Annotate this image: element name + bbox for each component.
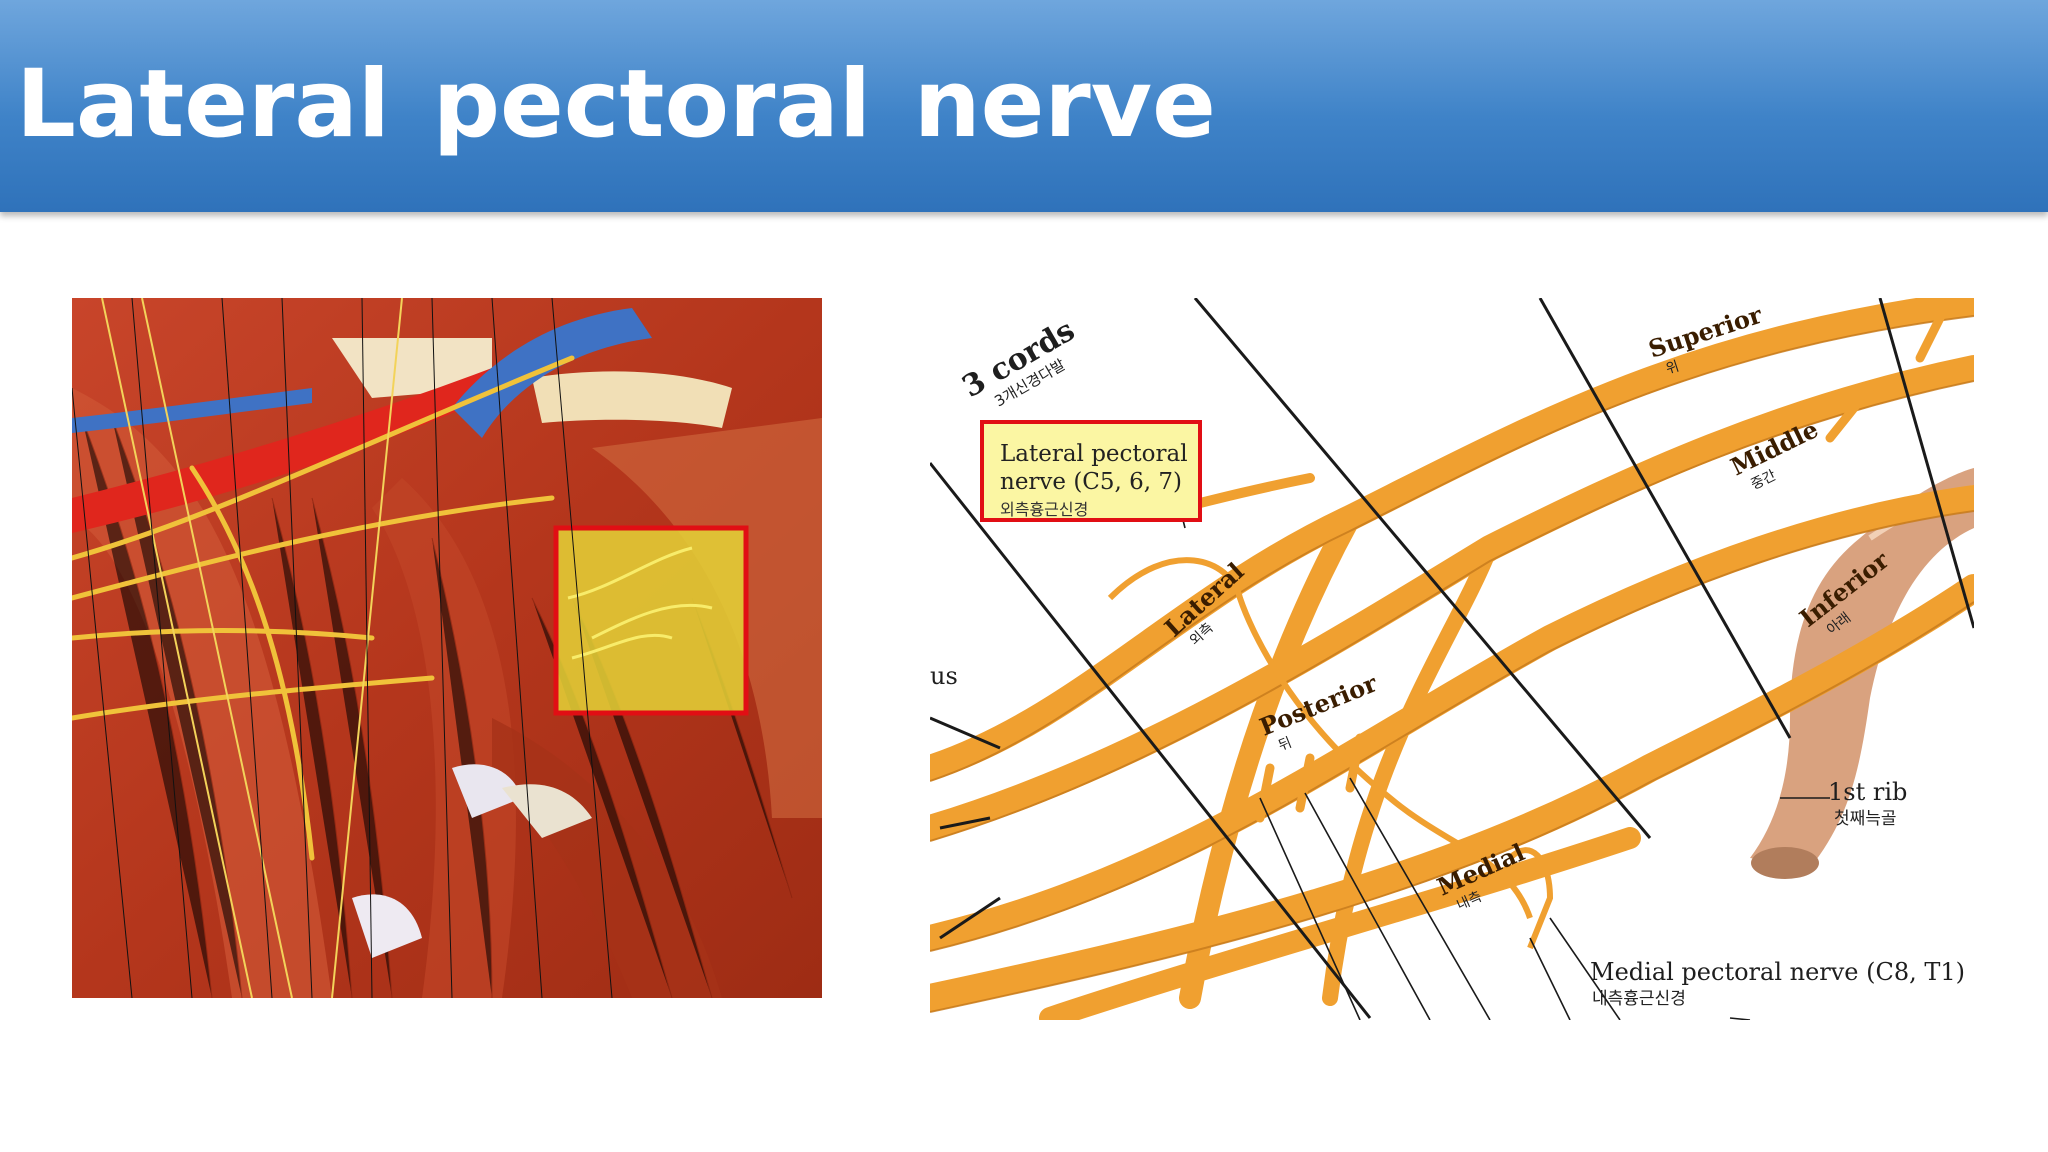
cord-posterior-korean: 뒤 bbox=[1276, 735, 1294, 755]
medial-pectoral-nerve-label: Medial pectoral nerve (C8, T1) bbox=[1590, 958, 1965, 986]
lateral-pectoral-callout: Lateral pectoral nerve (C5, 6, 7) 외측흉근신경 bbox=[980, 420, 1202, 522]
callout-line-1: Lateral pectoral bbox=[1000, 441, 1188, 467]
trunk-superior-korean: 위 bbox=[1664, 359, 1681, 378]
brachial-plexus-diagram: 3 cords 3개신경다발 Superior 위 Middle 중간 Infe… bbox=[930, 298, 1974, 1020]
callout-line-2: nerve (C5, 6, 7) bbox=[1000, 469, 1183, 495]
partial-label: us bbox=[930, 662, 958, 690]
first-rib-label: 1st rib bbox=[1828, 778, 1907, 806]
callout-korean: 외측흉근신경 bbox=[1000, 500, 1089, 519]
plexus-illustration: 3 cords 3개신경다발 Superior 위 Middle 중간 Infe… bbox=[930, 298, 1974, 1020]
slide-title: Lateral pectoral nerve bbox=[16, 50, 1216, 159]
dissection-illustration bbox=[72, 298, 822, 998]
slide-header: Lateral pectoral nerve bbox=[0, 0, 2048, 212]
anatomy-dissection-image bbox=[72, 298, 822, 998]
medial-pectoral-korean-label: 내측흉근신경 bbox=[1592, 989, 1686, 1009]
first-rib-korean-label: 첫째늑골 bbox=[1834, 809, 1897, 829]
